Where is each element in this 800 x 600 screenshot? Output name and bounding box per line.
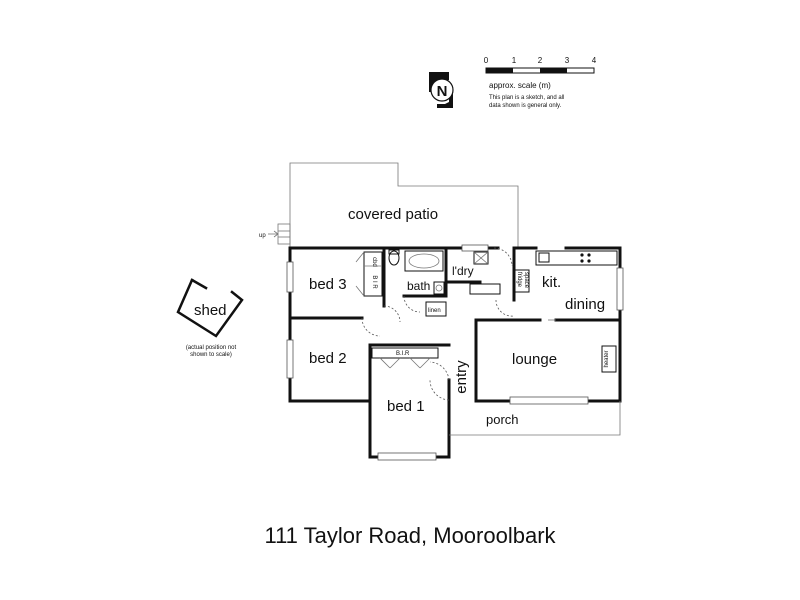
room-label-bath: bath xyxy=(407,279,430,293)
room-label-ldry: l'dry xyxy=(452,264,474,278)
bed3-fixtures xyxy=(355,251,383,297)
room-label-lounge: lounge xyxy=(512,351,557,368)
linen-label: linen xyxy=(428,308,441,314)
room-label-bed1: bed 1 xyxy=(387,398,425,415)
room-label-kit: kit. xyxy=(542,274,561,291)
room-label-entry: entry xyxy=(453,360,470,394)
bed1-bir xyxy=(371,347,439,369)
bed1-bir-label: B.I.R xyxy=(396,351,410,357)
linen-cupboard xyxy=(425,301,447,317)
kitchen-fixtures xyxy=(514,250,618,293)
toilet-icon xyxy=(388,250,400,266)
sink-icon xyxy=(538,252,550,263)
scale-note-line1: This plan is a sketch, and all xyxy=(489,95,564,101)
scale-tick-2: 2 xyxy=(538,56,543,65)
room-label-porch: porch xyxy=(486,412,519,427)
shed xyxy=(176,278,244,338)
north-letter: N xyxy=(437,83,448,100)
scale-bar: 0 1 2 3 4 approx. scale (m) This plan is… xyxy=(484,56,597,109)
north-arrow-icon: N xyxy=(429,72,454,108)
room-label-covered-patio: covered patio xyxy=(348,206,438,223)
cooktop-icon xyxy=(580,253,584,257)
room-label-dining: dining xyxy=(565,296,605,313)
heater xyxy=(601,345,617,373)
fridge-label: fridge xyxy=(516,272,522,288)
bath-fixtures xyxy=(388,249,445,295)
room-label-shed: shed xyxy=(194,302,227,319)
patio-steps xyxy=(268,223,291,245)
covered-patio-outline xyxy=(289,162,519,248)
cbd-label: cbd xyxy=(371,257,377,267)
bed3-bir-label: B I R xyxy=(371,275,377,289)
scale-tick-1: 1 xyxy=(512,56,517,65)
room-label-bed2: bed 2 xyxy=(309,350,347,367)
scale-tick-3: 3 xyxy=(565,56,570,65)
basin-icon xyxy=(433,281,445,295)
shed-note-line2: shown to scale) xyxy=(190,352,232,358)
scale-label: approx. scale (m) xyxy=(489,81,551,90)
fridge-space xyxy=(514,269,530,293)
laundry-fixtures xyxy=(469,251,501,295)
windows xyxy=(286,244,624,461)
room-label-bed3: bed 3 xyxy=(309,276,347,293)
fridge-space-label: space xyxy=(523,272,529,289)
porch-outline xyxy=(449,401,621,436)
steps-up-label: up xyxy=(259,233,266,239)
scale-tick-0: 0 xyxy=(484,56,489,65)
scale-note-line2: data shown is general only. xyxy=(489,103,562,109)
shed-note-line1: (actual position not xyxy=(186,345,237,351)
heater-label: heater xyxy=(604,350,610,367)
door-swings xyxy=(361,247,515,401)
property-address: 111 Taylor Road, Mooroolbark xyxy=(264,523,556,548)
scale-segment-dark xyxy=(540,68,567,73)
scale-tick-4: 4 xyxy=(592,56,597,65)
scale-segment-dark xyxy=(486,68,513,73)
